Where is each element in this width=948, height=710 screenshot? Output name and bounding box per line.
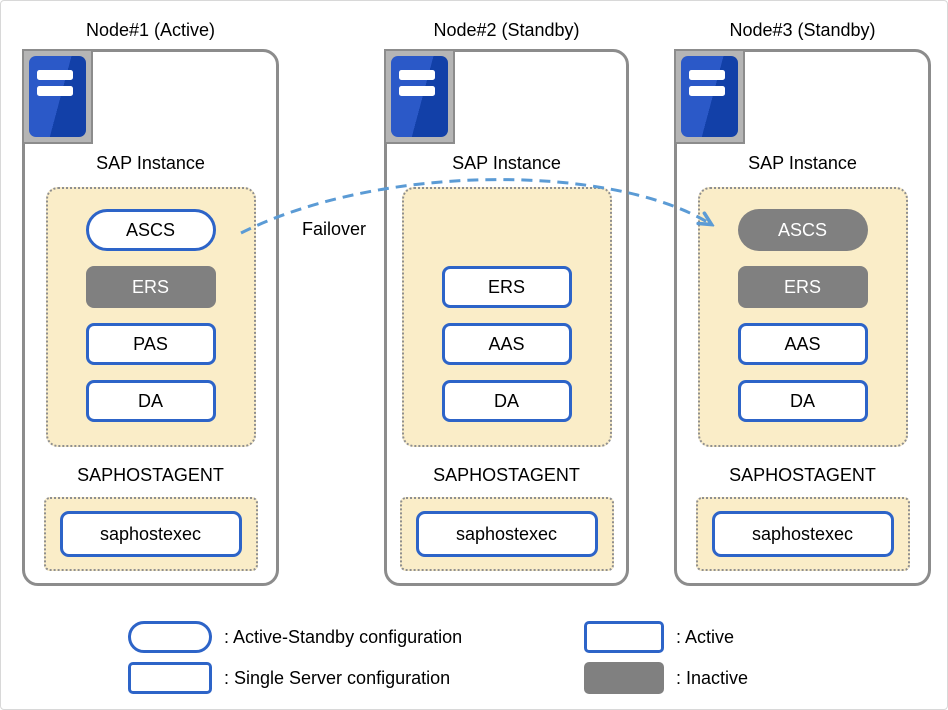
server-tower-glyph	[681, 56, 738, 137]
node2-panel: SAP Instance ERS AAS DA SAPHOSTAGENT sap…	[384, 49, 629, 586]
instance-box-da: DA	[737, 380, 868, 422]
sap-instance-group: ASCS ERS AAS DA	[697, 187, 908, 447]
legend-item-inactive: : Inactive	[584, 662, 748, 694]
sap-instance-label: SAP Instance	[96, 153, 205, 173]
node3-title: Node#3 (Standby)	[729, 20, 876, 40]
instance-box-pas: PAS	[85, 323, 216, 365]
instance-box-ascs: ASCS	[737, 209, 868, 251]
legend-item-active-standby: : Active-Standby configuration	[128, 621, 462, 653]
saphostexec-box: saphostexec	[415, 511, 598, 557]
node3-column: Node#3 (Standby) SAP Instance ASCS ERS A…	[674, 15, 931, 586]
saphostagent-label: SAPHOSTAGENT	[77, 465, 224, 485]
instance-box-ers: ERS	[737, 266, 868, 308]
saphostexec-group: saphostexec	[43, 497, 258, 571]
saphostagent-label: SAPHOSTAGENT	[729, 465, 876, 485]
server-bar-icon	[399, 86, 435, 96]
instance-box-aas: AAS	[441, 323, 572, 365]
node1-column: Node#1 (Active) SAP Instance ASCS ERS PA…	[22, 15, 279, 586]
server-tower-glyph	[391, 56, 448, 137]
node3-panel: SAP Instance ASCS ERS AAS DA SAPHOSTAGEN…	[674, 49, 931, 586]
server-bar-icon	[399, 70, 435, 80]
node2-title: Node#2 (Standby)	[433, 20, 580, 40]
legend-label: : Active	[676, 626, 735, 647]
sap-instance-label: SAP Instance	[452, 153, 561, 173]
node1-panel: SAP Instance ASCS ERS PAS DA SAPHOSTAGEN…	[22, 49, 279, 586]
saphostexec-box: saphostexec	[59, 511, 242, 557]
instance-box-ascs: ASCS	[85, 209, 216, 251]
instance-box-aas: AAS	[737, 323, 868, 365]
legend-rect-outline-icon	[128, 662, 212, 694]
saphostexec-group: saphostexec	[695, 497, 910, 571]
server-icon	[674, 49, 745, 144]
instance-box-da: DA	[441, 380, 572, 422]
legend-item-single-server: : Single Server configuration	[128, 662, 450, 694]
legend-label: : Active-Standby configuration	[224, 626, 463, 647]
server-bar-icon	[689, 86, 725, 96]
sap-instance-group: ASCS ERS PAS DA	[45, 187, 256, 447]
server-bar-icon	[37, 70, 73, 80]
saphostexec-box: saphostexec	[711, 511, 894, 557]
legend-label: : Inactive	[676, 667, 749, 688]
saphostagent-label: SAPHOSTAGENT	[433, 465, 580, 485]
server-icon	[384, 49, 455, 144]
legend-pill-outline-icon	[128, 621, 212, 653]
legend-item-active: : Active	[584, 621, 734, 653]
node1-title: Node#1 (Active)	[85, 20, 216, 40]
instance-box-ers: ERS	[441, 266, 572, 308]
sap-instance-label: SAP Instance	[748, 153, 857, 173]
server-tower-glyph	[29, 56, 86, 137]
legend-gray-rect-icon	[584, 662, 664, 694]
server-icon	[22, 49, 93, 144]
legend-rect-outline-icon	[584, 621, 664, 653]
legend-label: : Single Server configuration	[224, 667, 451, 688]
failover-label: Failover	[301, 219, 367, 239]
server-bar-icon	[689, 70, 725, 80]
instance-box-ers: ERS	[85, 266, 216, 308]
saphostexec-group: saphostexec	[399, 497, 614, 571]
instance-box-da: DA	[85, 380, 216, 422]
server-bar-icon	[37, 86, 73, 96]
node2-column: Node#2 (Standby) SAP Instance ERS AAS DA…	[384, 15, 629, 586]
sap-instance-group: ERS AAS DA	[401, 187, 612, 447]
